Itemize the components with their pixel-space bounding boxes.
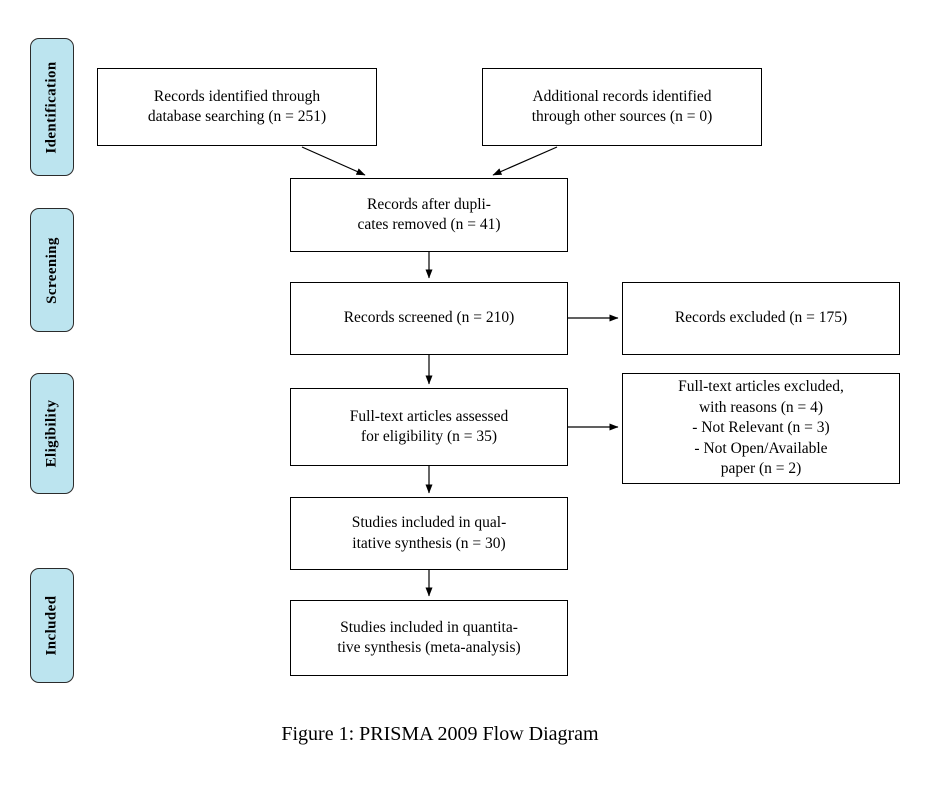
stage-included: Included — [30, 568, 74, 683]
stage-eligibility: Eligibility — [30, 373, 74, 494]
box-records-screened: Records screened (n = 210) — [290, 282, 568, 355]
box-additional-records: Additional records identified through ot… — [482, 68, 762, 146]
box-fulltext-assessed: Full-text articles assessed for eligibil… — [290, 388, 568, 466]
stage-included-label: Included — [43, 595, 60, 656]
box-after-duplicates: Records after dupli- cates removed (n = … — [290, 178, 568, 252]
stage-screening: Screening — [30, 208, 74, 332]
stage-identification: Identification — [30, 38, 74, 176]
stage-identification-label: Identification — [43, 60, 60, 154]
box-records-identified: Records identified through database sear… — [97, 68, 377, 146]
stage-screening-label: Screening — [43, 236, 60, 304]
stage-eligibility-label: Eligibility — [43, 399, 60, 468]
arrow-additional-to-duplicates — [492, 146, 558, 176]
arrow-identified-to-duplicates — [301, 146, 366, 176]
box-records-excluded: Records excluded (n = 175) — [622, 282, 900, 355]
box-qualitative: Studies included in qual- itative synthe… — [290, 497, 568, 570]
box-fulltext-excluded: Full-text articles excluded, with reason… — [622, 373, 900, 484]
box-quantitative: Studies included in quantita- tive synth… — [290, 600, 568, 676]
figure-caption: Figure 1: PRISMA 2009 Flow Diagram — [281, 723, 599, 745]
